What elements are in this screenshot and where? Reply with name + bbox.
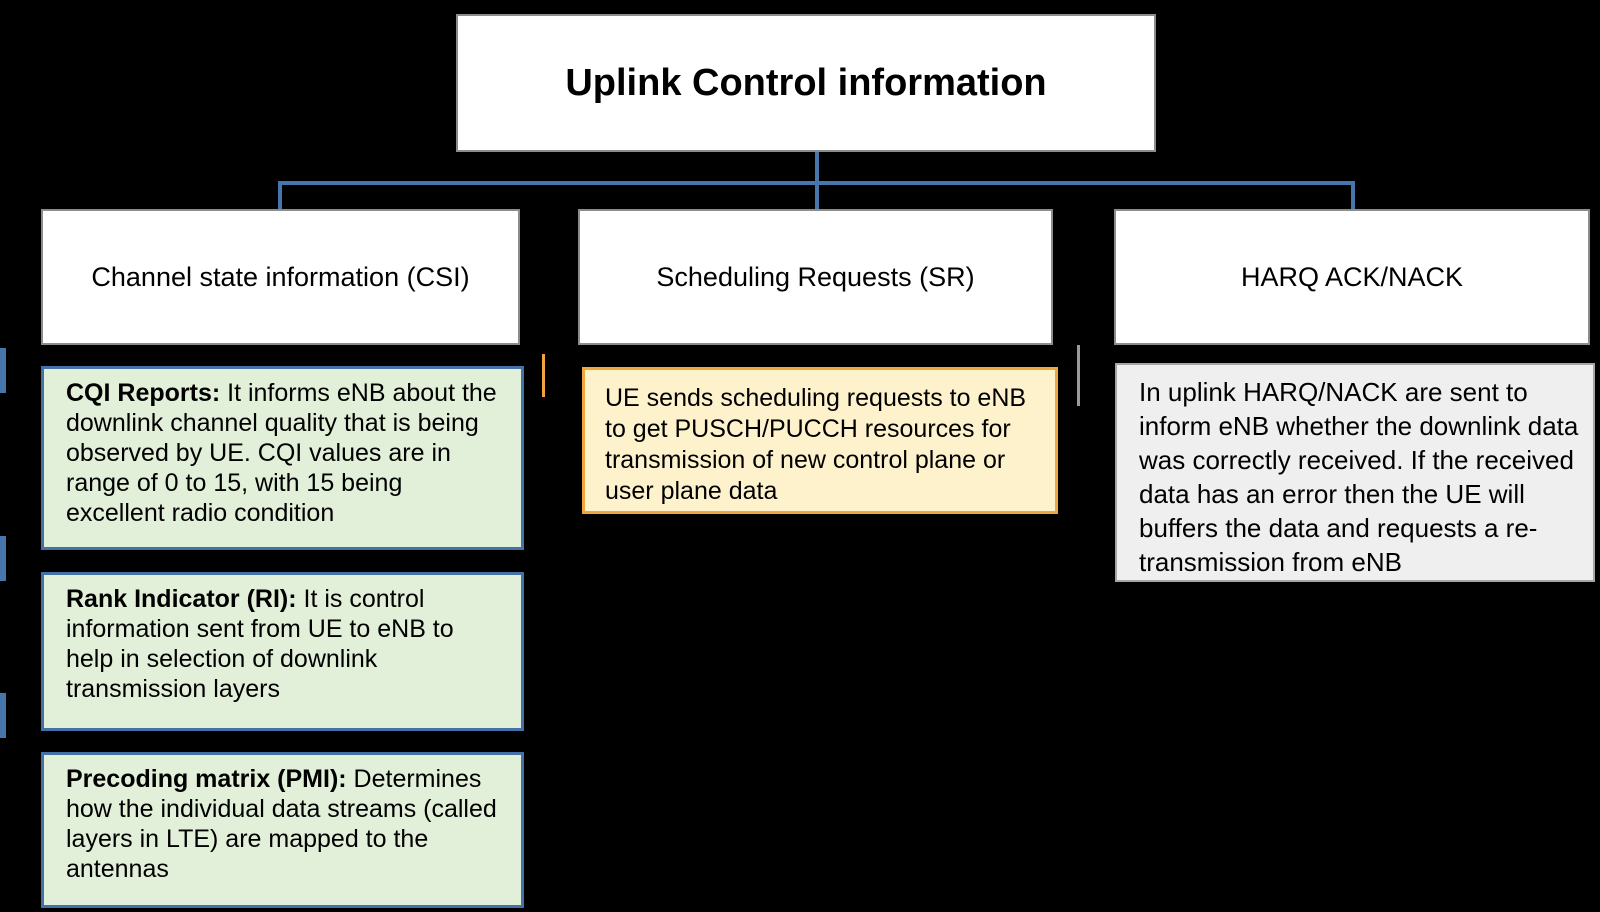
cqi-reports-body: It informs eNB about the downlink channe…	[66, 379, 497, 527]
root-node-uplink-control-information: Uplink Control information	[456, 14, 1156, 152]
heading-box-harq: HARQ ACK/NACK	[1114, 209, 1590, 345]
gray-connector-stub	[1077, 345, 1080, 406]
heading-label-harq: HARQ ACK/NACK	[1240, 261, 1464, 292]
harq-ack-nack-body: In uplink HARQ/NACK are sent to inform e…	[1139, 377, 1579, 577]
detail-box-harq-ack-nack: In uplink HARQ/NACK are sent to inform e…	[1115, 363, 1595, 582]
connector-drop-harq	[1351, 181, 1355, 210]
heading-box-sr: Scheduling Requests (SR)	[578, 209, 1053, 345]
precoding-matrix-lead: Precoding matrix (PMI):	[66, 765, 347, 793]
detail-box-precoding-matrix: Precoding matrix (PMI): Determines how t…	[41, 752, 524, 908]
detail-box-cqi-reports: CQI Reports: It informs eNB about the do…	[41, 366, 524, 550]
scheduling-requests-body: UE sends scheduling requests to eNB to g…	[605, 384, 1027, 505]
connector-root-stem	[815, 152, 819, 183]
detail-box-scheduling-requests: UE sends scheduling requests to eNB to g…	[582, 367, 1058, 514]
diagram-title: Uplink Control information	[565, 61, 1047, 104]
precoding-matrix-body: Determines how the individual data strea…	[66, 765, 497, 883]
orange-connector-stub	[542, 354, 545, 397]
rank-indicator-body: It is control information sent from UE t…	[66, 585, 454, 703]
heading-box-csi: Channel state information (CSI)	[41, 209, 520, 345]
rank-indicator-lead: Rank Indicator (RI):	[66, 585, 297, 613]
connector-drop-csi	[278, 181, 282, 210]
cqi-reports-lead: CQI Reports:	[66, 379, 221, 407]
heading-label-sr: Scheduling Requests (SR)	[656, 261, 975, 292]
left-edge-connector-stub-pmi	[0, 693, 6, 738]
heading-label-csi: Channel state information (CSI)	[91, 261, 470, 292]
detail-box-rank-indicator: Rank Indicator (RI): It is control infor…	[41, 572, 524, 731]
connector-drop-sr	[815, 181, 819, 210]
left-edge-connector-stub-cqi	[0, 348, 6, 393]
left-edge-connector-stub-ri	[0, 536, 6, 581]
